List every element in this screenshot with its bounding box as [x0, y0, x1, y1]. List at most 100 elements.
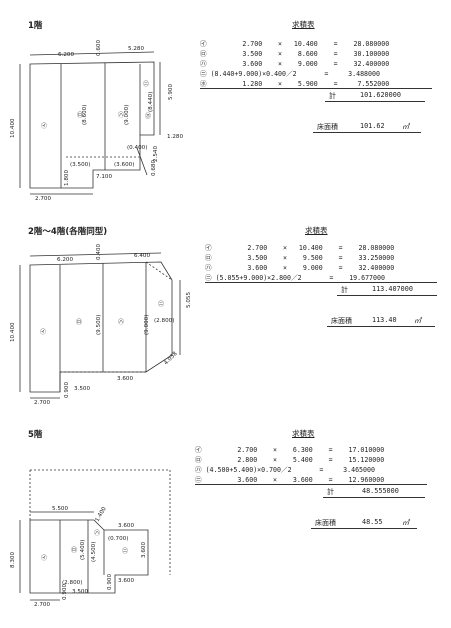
- floor5-row: ㊁ 3.600 × 3.600 = 12.960000: [195, 476, 385, 484]
- floor2-dim-bottom-c: 3.500: [74, 386, 90, 392]
- floor5-dim-top-c: 3.600: [118, 523, 134, 529]
- floor2-row: ㋩ 3.600 × 9.000 = 32.400000: [205, 264, 395, 272]
- floor5-total-label: 計: [327, 488, 334, 496]
- floor2-dim-top-a: 6.200: [57, 257, 73, 263]
- floor2-total-label: 計: [341, 286, 348, 294]
- floor2-room-ro: ㋺: [76, 318, 82, 326]
- floor2-table-title: 求積表: [305, 226, 328, 235]
- floor1-dim-left: 10.400: [10, 118, 16, 138]
- floor5-title: 5階: [28, 430, 43, 440]
- floor2-row: ㋺ 3.500 × 9.500 = 33.250000: [205, 254, 395, 262]
- floor1-dim-inner-f: (0.400): [127, 145, 147, 151]
- floor5-room-ha: ㋩: [94, 529, 100, 537]
- floor2-total-rule: [337, 295, 437, 296]
- floor1-dim-inner-e: (3.600): [114, 162, 134, 168]
- floor2-dim-inner-a: (9.500): [96, 315, 102, 335]
- floor1-dim-top-a: 6.200: [58, 52, 74, 58]
- floor5-dim-inner-a: (4.500): [91, 542, 97, 562]
- floor1-dim-side-a: 1.280: [167, 134, 183, 140]
- floor1-area-unit: ㎡: [402, 123, 409, 131]
- floor2-room-ha: ㋩: [118, 318, 124, 326]
- floor5-total-value: 48.555000: [362, 487, 399, 495]
- floor1-total-label: 計: [329, 92, 336, 100]
- floor5-dim-bottom-d: 0.900: [107, 574, 113, 590]
- floor1-total-rule: [325, 101, 425, 102]
- floor1-dim-bottom-d: 0.680: [151, 160, 157, 176]
- floor2-dimensions: 6.200 0.400 6.400 10.400 5.055 2.700 0.9…: [10, 244, 192, 406]
- floor1-room-ni: ㊁: [143, 80, 149, 88]
- floor1-row: ㋑ 2.700 × 10.400 = 28.080000: [200, 40, 390, 48]
- floor1-dim-bottom-b: 1.800: [64, 170, 70, 186]
- floor2-dim-right: 5.055: [186, 292, 192, 308]
- floor5-room-ro: ㋺: [71, 546, 77, 554]
- floor1-room-ro: ㋺: [77, 111, 83, 119]
- floor2-dim-left: 10.400: [10, 322, 16, 342]
- floor5-table-title: 求積表: [292, 429, 315, 438]
- floor5-area-label: 床面積: [315, 519, 336, 527]
- floor2-room-i: ㋑: [40, 328, 46, 336]
- floor5-dim-inner-c: (0.700): [108, 536, 128, 542]
- floor1-area-rule: [313, 132, 421, 133]
- floor2-dim-bottom-a: 2.700: [34, 400, 50, 406]
- floor5-row: ㋩ (4.500+5.400)×0.700／2 = 3.465000: [195, 466, 375, 474]
- floor5-dim-inner-d: (2.800): [62, 580, 82, 586]
- floor1-dim-inner-c: (8.440): [148, 92, 154, 112]
- floor2-dim-inner-c: (2.800): [154, 318, 174, 324]
- floor1-area-label: 床面積: [317, 123, 338, 131]
- floor2-row: ㋑ 2.700 × 10.400 = 28.080000: [205, 244, 395, 252]
- floor1-table-title: 求積表: [292, 20, 315, 29]
- floor2-area-unit: ㎡: [414, 317, 421, 325]
- floor5-area-rule: [311, 528, 417, 529]
- floor2-area-rule: [327, 326, 435, 327]
- floor1-total-value: 101.620000: [360, 91, 401, 99]
- floor1-dim-inner-b: (9.000): [124, 105, 130, 125]
- floor1-room-ho: ㋭: [145, 112, 151, 120]
- floor1-room-i: ㋑: [41, 122, 47, 130]
- floor1-room-ha: ㋩: [118, 111, 124, 119]
- floor2-dim-inner-b: (9.000): [144, 315, 150, 335]
- floor1-dim-bottom-a: 2.700: [35, 196, 51, 202]
- floor1-dimensions: 6.200 0.600 5.280 10.400 5.900 2.700 1.8…: [10, 40, 183, 202]
- floor2-dim-top-b: 0.400: [96, 244, 102, 260]
- floor5-area-value: 48.55: [362, 518, 383, 526]
- floor2-title: 2階～4階(各階同型): [28, 227, 108, 237]
- floor5-row: ㋑ 2.700 × 6.300 = 17.010000: [195, 446, 385, 454]
- floor1-row: ㊁ (8.440+9.000)×0.400／2 = 3.488000: [200, 70, 380, 78]
- floor5-dim-left: 8.300: [10, 552, 16, 568]
- floor5-room-ni: ㊁: [122, 547, 128, 555]
- floor1-labels: ㋑ ㋺ ㋩ ㊁ ㋭: [41, 80, 151, 130]
- floor2-row: ㊁ (5.055+9.000)×2.800／2 = 19.677000: [205, 274, 385, 282]
- floor1-dim-top-b: 0.600: [96, 40, 102, 56]
- floor1-dim-side-b: 2.540: [153, 146, 159, 162]
- floor1-dim-right: 5.900: [168, 84, 174, 100]
- floor1-row: ㋺ 3.500 × 8.600 = 30.100000: [200, 50, 390, 58]
- floor1-row: ㋭ 1.280 × 5.900 = 7.552000: [200, 80, 390, 88]
- floor2-rule: [205, 282, 437, 283]
- floor2-dim-bottom-b: 0.900: [64, 382, 70, 398]
- floor2-total-value: 113.407000: [372, 285, 413, 293]
- floor1-rule: [200, 88, 432, 89]
- floor5-dim-right: 3.600: [141, 542, 147, 558]
- floor5-dim-bottom-e: 3.600: [118, 578, 134, 584]
- floor5-total-rule: [323, 497, 425, 498]
- floor5-labels: ㋑ ㋺ ㋩ ㊁: [41, 529, 128, 562]
- floor2-room-ni: ㊁: [158, 300, 164, 308]
- floor1-row: ㋩ 3.600 × 9.000 = 32.400000: [200, 60, 390, 68]
- floor5-row: ㋺ 2.800 × 5.400 = 15.120000: [195, 456, 385, 464]
- floor5-dim-bottom-a: 2.700: [34, 602, 50, 608]
- floor5-dim-top-a: 5.500: [52, 506, 68, 512]
- floor5-dimensions: 5.500 1.400 3.600 8.300 3.600 2.700 0.90…: [10, 506, 147, 608]
- floor5-dim-top-b: 1.400: [95, 506, 108, 523]
- floor1-dim-inner-a: (8.600): [82, 105, 88, 125]
- floor1-dim-bottom-c: 7.100: [96, 174, 112, 180]
- floor1-dim-top-c: 5.280: [128, 46, 144, 52]
- floor5-room-i: ㋑: [41, 554, 47, 562]
- floor2-dim-bottom-d: 3.600: [117, 376, 133, 382]
- floor2-area-value: 113.40: [372, 316, 397, 324]
- floor5-dim-inner-b: (5.400): [80, 540, 86, 560]
- floor1-dim-inner-d: (3.500): [70, 162, 90, 168]
- floor2-area-label: 床面積: [331, 317, 352, 325]
- floor5-dim-bottom-c: 3.500: [72, 589, 88, 595]
